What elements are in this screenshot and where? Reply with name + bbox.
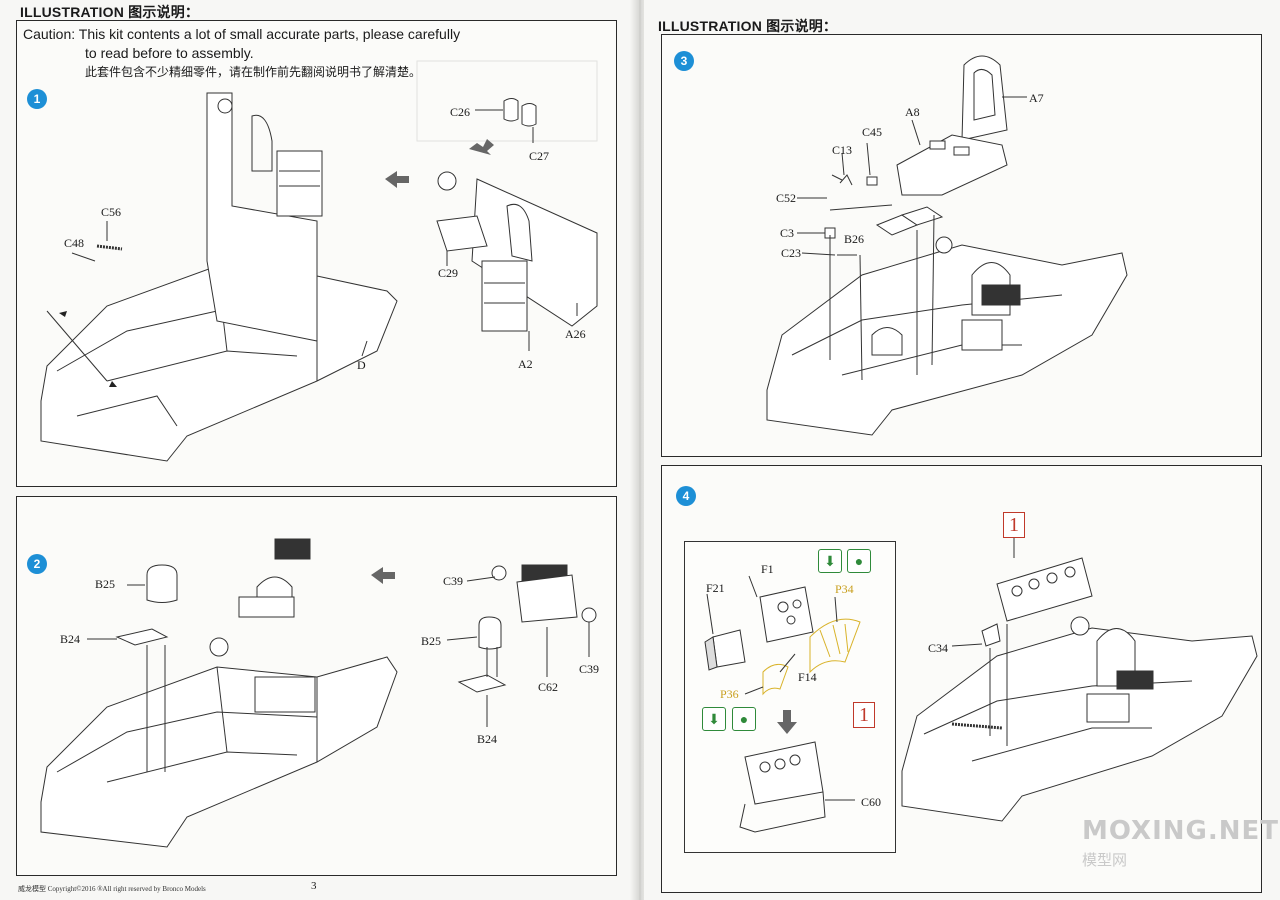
heading-cn: 图示说明： [128,4,200,20]
copyright-footer: 威龙模型 Copyright©2016 ®All right reserved … [18,885,206,893]
part-label-c27: C27 [529,149,550,163]
part-label-c13: C13 [832,143,853,157]
part-label-c56: C56 [101,205,122,219]
reference-box-main: 1 [1003,512,1025,538]
right-page: ILLUSTRATION 图示说明： 3 [644,0,1280,900]
part-label-c39-right: C39 [579,662,600,676]
arrow-down-icon-inset [777,710,797,734]
part-label-f14: F14 [798,670,817,684]
watermark: MOXING.NET [1082,816,1280,846]
step-1-badge: 1 [27,89,47,109]
inset-illustration [704,575,861,833]
frame-a8 [896,134,1008,196]
bulkhead-d [206,92,318,342]
part-label-f21: F21 [706,581,725,595]
part-label-a7: A7 [1029,91,1044,105]
paint-icon: ● [847,549,871,573]
arrow-left-icon [385,171,409,188]
part-label-a2: A2 [518,357,533,371]
instrument-panel [996,557,1093,622]
right-page-heading: ILLUSTRATION 图示说明： [658,16,837,36]
reference-box-1: 1 [853,702,875,728]
part-label-c3: C3 [780,226,795,240]
part-label-c45: C45 [862,125,883,139]
step-3-illustration [766,55,1128,436]
photo-etch-p34 [809,618,861,674]
step-1-panel: Caution: This kit contents a lot of smal… [16,20,617,487]
photo-etch-p36 [762,663,789,696]
part-label-a8: A8 [905,105,920,119]
step-1-illustration [40,60,598,462]
step-2-illustration [40,538,597,848]
page-number: 3 [311,880,317,892]
instrument-subassembly-inset: ⬇ ● ⬇ ● [684,541,896,853]
hull-body-3 [766,244,1128,436]
arrow-left-icon-2 [371,567,395,584]
glue-icon: ⬇ [818,549,842,573]
step-4-illustration [901,536,1258,822]
caution-line-2: to read before to assembly. [85,45,254,61]
part-label-c52: C52 [776,191,797,205]
step-4-panel: 4 ⬇ ● ⬇ ● [661,465,1278,893]
part-label-c60: C60 [861,795,882,809]
heading-cn-right: 图示说明： [766,18,838,34]
seat-back-a7 [961,55,1008,141]
caution-cn: 此套件包含不少精细零件，请在制作前先翻阅说明书了解清楚。 [85,65,422,79]
step-3-panel: 3 [661,34,1262,457]
part-label-d: D [357,358,366,372]
arrow-down-icon [469,139,494,155]
part-label-c62: C62 [538,680,559,694]
part-label-c39-top: C39 [443,574,464,588]
step-4-badge: 4 [676,486,696,506]
part-label-p36: P36 [720,687,739,701]
part-label-b25-left: B25 [95,577,116,591]
step-2-badge: 2 [27,554,47,574]
part-label-b26: B26 [844,232,865,246]
step-2-panel: 2 [16,496,617,876]
glue-icon-2: ⬇ [702,707,726,731]
caution-line-1: Caution: This kit contents a lot of smal… [23,26,461,42]
part-label-f1: F1 [761,562,774,576]
hull-body-4 [901,627,1258,822]
part-label-c29: C29 [438,266,459,280]
left-page-heading: ILLUSTRATION 图示说明： [20,2,199,22]
caution-note: Caution: This kit contents a lot of smal… [23,25,460,82]
part-label-c26: C26 [450,105,471,119]
heading-en-right: ILLUSTRATION [658,18,763,34]
watermark-cn: 模型网 [1082,852,1128,869]
part-label-a26: A26 [565,327,586,341]
paint-icon-2: ● [732,707,756,731]
step-3-badge: 3 [674,51,694,71]
part-label-b24-left: B24 [60,632,81,646]
part-label-p34: P34 [835,582,854,596]
part-label-b24-right: B24 [477,732,498,746]
part-label-c23: C23 [781,246,802,260]
part-label-c34: C34 [928,641,949,655]
part-label-b25-right: B25 [421,634,442,648]
heading-en: ILLUSTRATION [20,4,125,20]
part-label-c48: C48 [64,236,85,250]
left-page: ILLUSTRATION 图示说明： Caution: This kit con… [0,0,636,900]
